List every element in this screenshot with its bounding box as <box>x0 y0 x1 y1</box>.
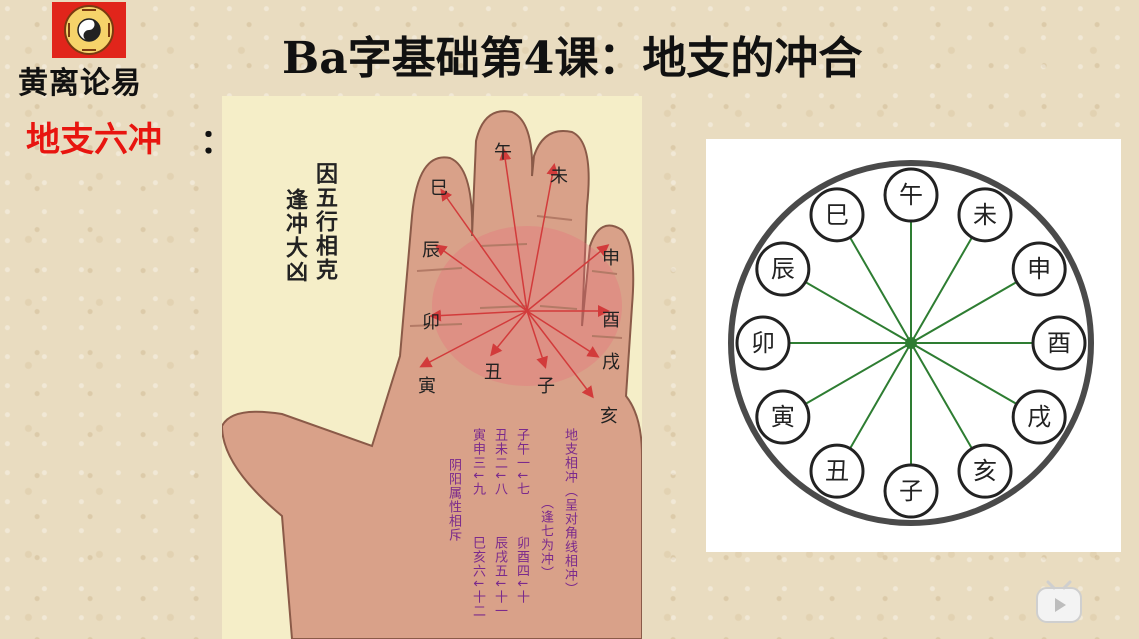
wheel-branch-label: 亥 <box>973 457 997 485</box>
wheel-branch-label: 辰 <box>771 255 795 283</box>
page-title: Ba字基础第4课：地支的冲合 <box>282 33 863 84</box>
wheel-branch-label: 戌 <box>1027 403 1051 431</box>
brand-name: 黄离论易 <box>18 66 142 101</box>
wheel-branch-node: 亥 <box>957 443 1013 499</box>
branch-label: 亥 <box>600 406 618 427</box>
video-logo-icon <box>1034 580 1084 626</box>
rule-text: 逢冲大凶 <box>282 188 307 284</box>
wheel-branch-node: 午 <box>883 167 939 223</box>
wheel-branch-node: 子 <box>883 463 939 519</box>
branch-label: 寅 <box>418 376 436 397</box>
wheel-branch-label: 午 <box>899 181 923 209</box>
wheel-branch-node: 辰 <box>755 241 811 297</box>
wheel-branch-node: 戌 <box>1011 389 1067 445</box>
branch-label: 辰 <box>422 240 440 261</box>
note-text: 阴阳属性相斥 <box>446 458 461 542</box>
note-text: （逢七为冲） <box>538 496 553 580</box>
branch-label: 未 <box>550 166 568 187</box>
hand-diagram: 巳 午 未 申 酉 戌 亥 子 丑 寅 卯 辰 因五行相克 逢冲大凶 地支相冲（… <box>222 96 642 639</box>
note-text: 辰戌五↓十一 <box>492 536 507 618</box>
wheel-branch-label: 巳 <box>825 201 849 229</box>
wheel-branch-label: 子 <box>899 477 923 505</box>
note-text: 丑未二↓八 <box>492 428 507 496</box>
branch-label: 酉 <box>602 310 620 331</box>
wheel-branch-label: 酉 <box>1047 329 1071 357</box>
wheel-branch-node: 巳 <box>809 187 865 243</box>
note-text: 地支相冲（呈对角线相冲） <box>562 428 577 596</box>
branch-label: 午 <box>494 142 512 163</box>
wheel-branch-node: 未 <box>957 187 1013 243</box>
branch-label: 巳 <box>430 178 448 199</box>
wheel-branch-label: 卯 <box>751 329 775 357</box>
branch-label: 申 <box>602 248 620 269</box>
rule-text: 因五行相克 <box>312 162 337 282</box>
wheel-branch-node: 卯 <box>735 315 791 371</box>
wheel-branch-label: 丑 <box>825 457 849 485</box>
wheel-branch-node: 丑 <box>809 443 865 499</box>
wheel-branch-node: 申 <box>1011 241 1067 297</box>
section-title: 地支六冲 <box>26 120 162 160</box>
branch-label: 子 <box>537 376 555 397</box>
branch-wheel-diagram: 午未申酉戌亥子 丑 寅 卯 辰 巳 <box>706 139 1121 552</box>
note-text: 卯酉四↓十 <box>514 536 529 604</box>
branch-label: 卯 <box>422 312 440 333</box>
bagua-icon <box>64 5 114 55</box>
wheel-branch-node: 酉 <box>1031 315 1087 371</box>
wheel-branch-node: 寅 <box>755 389 811 445</box>
wheel-branch-label: 未 <box>973 201 997 229</box>
note-text: 巳亥六↓十二 <box>470 536 485 618</box>
wheel-branch-label: 寅 <box>771 403 795 431</box>
branch-label: 戌 <box>602 352 620 373</box>
wheel-branch-label: 申 <box>1027 255 1051 283</box>
logo <box>52 2 126 58</box>
note-text: 子午一↓七 <box>514 428 529 496</box>
note-text: 寅申三↓九 <box>470 428 485 496</box>
branch-label: 丑 <box>484 362 502 383</box>
hand-illustration <box>222 110 642 639</box>
